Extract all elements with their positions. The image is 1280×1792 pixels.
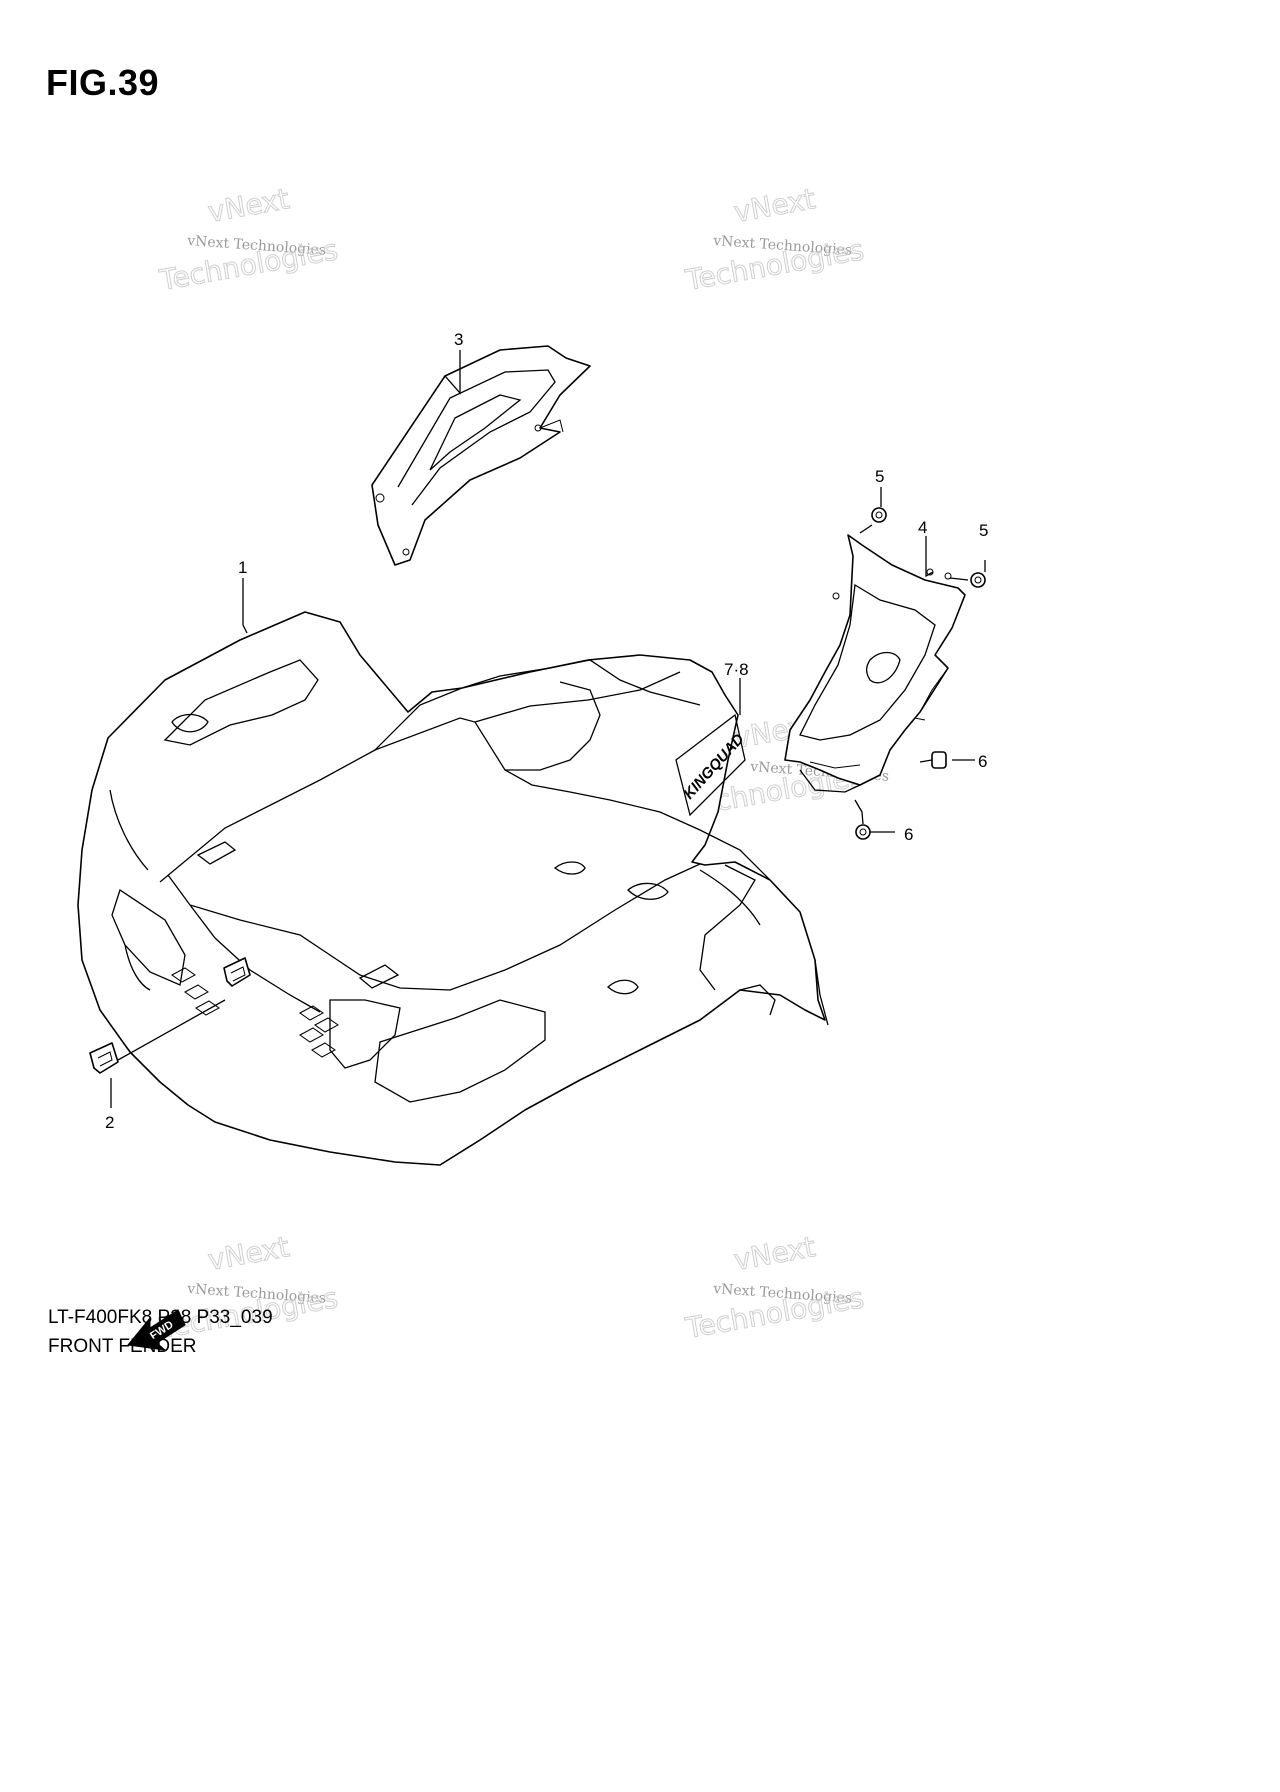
leader-lines	[110, 350, 986, 1108]
watermark-bottom-right: vNext vNext Technologies Technologies	[682, 1230, 867, 1346]
part-4-side-panel	[784, 534, 966, 793]
fastener-6-lower	[854, 799, 871, 840]
watermark-top-left: vNext vNext Technologies Technologies	[156, 182, 341, 298]
watermark-line1: vNext	[205, 1230, 291, 1277]
watermark-top-right: vNext vNext Technologies Technologies	[682, 182, 867, 298]
callout-3: 3	[454, 330, 463, 349]
callout-2: 2	[105, 1113, 114, 1132]
watermark-line1: vNext	[731, 182, 817, 229]
part-2-emblem	[89, 957, 251, 1074]
part-1-front-fender: KINGQUAD	[77, 611, 829, 1166]
callout-1: 1	[238, 558, 247, 577]
fastener-5-upper	[859, 507, 887, 534]
callout-6-lower: 6	[904, 825, 913, 844]
callout-5-right: 5	[979, 521, 988, 540]
callout-5-upper: 5	[875, 467, 884, 486]
diagram-code: LT-F400FK8 P28 P33_039	[48, 1307, 273, 1328]
fastener-5-right	[949, 572, 986, 588]
part-3-inner-panel	[371, 345, 591, 566]
callout-6-right: 6	[978, 752, 987, 771]
callout-4: 4	[918, 518, 927, 537]
diagram-name: FRONT FENDER	[48, 1336, 197, 1357]
watermark-line1: vNext	[731, 1230, 817, 1277]
fastener-6-right	[919, 751, 947, 769]
watermark-line1: vNext	[205, 182, 291, 229]
callout-7-8: 7·8	[724, 660, 749, 679]
figure-title: FIG.39	[46, 62, 160, 103]
